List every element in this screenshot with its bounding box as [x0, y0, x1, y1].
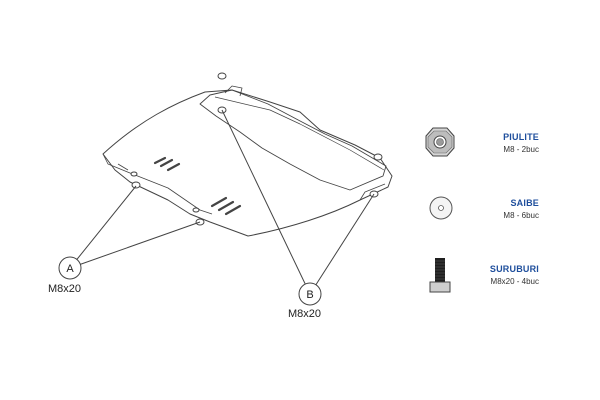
part-bolt-qty: M8x20 - 4buc: [490, 277, 539, 286]
callout-a: A: [58, 256, 82, 280]
leader-lines: [69, 109, 375, 295]
callout-a-letter: A: [66, 263, 74, 275]
callout-b-letter: B: [306, 289, 313, 301]
washer-icon: [429, 196, 453, 220]
part-nut-qty: M8 - 2buc: [503, 145, 539, 154]
callout-b-label: M8x20: [288, 308, 322, 320]
part-nut-title: PIULITE: [503, 132, 539, 142]
bolt-icon: [429, 258, 451, 293]
part-washer-title: SAIBE: [510, 198, 539, 208]
part-bolt-title: SURUBURI: [489, 264, 539, 274]
callout-b: B: [298, 282, 322, 306]
skid-plate: [102, 85, 393, 237]
nut-icon: [425, 127, 455, 157]
callout-a-label: M8x20: [48, 283, 82, 295]
mounting-holes: [130, 72, 383, 226]
part-washer-qty: M8 - 6buc: [503, 211, 539, 220]
vent-slots: [153, 156, 242, 216]
